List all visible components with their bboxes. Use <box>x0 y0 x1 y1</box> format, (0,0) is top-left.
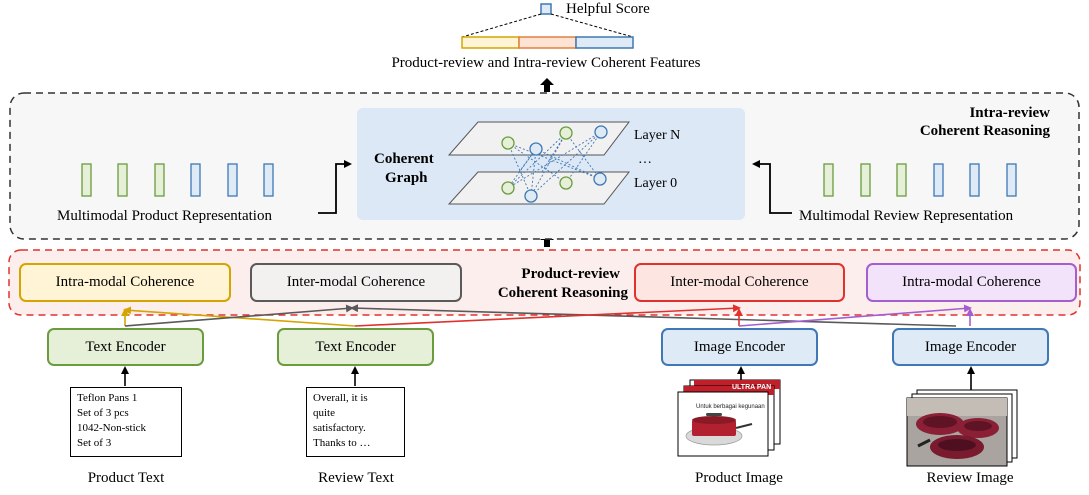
intra-modal-coherence-product: Intra-modal Coherence <box>19 263 231 302</box>
review-text-line: Thanks to … <box>313 437 371 449</box>
coherent-features-label: Product-review and Intra-review Coherent… <box>391 55 701 71</box>
text-encoder-product: Text Encoder <box>47 328 204 366</box>
layer-dots-label: … <box>638 152 652 167</box>
product-text-line: Teflon Pans 1 <box>77 392 138 404</box>
image-encoder-product: Image Encoder <box>661 328 818 366</box>
graph-title-1: Coherent <box>374 151 434 167</box>
layer-n-label: Layer N <box>634 128 681 143</box>
feature-segment-yellow <box>461 36 520 49</box>
product-representation-label: Multimodal Product Representation <box>57 208 272 224</box>
review-text-line: Overall, it is <box>313 392 368 404</box>
product-representation-vectors <box>81 163 274 197</box>
product-text-card: Teflon Pans 1 Set of 3 pcs 1042-Non-stic… <box>70 387 182 457</box>
product-image-brand: ULTRA PAN <box>732 384 772 391</box>
caption-product-text: Product Text <box>87 470 165 486</box>
up-arrow-top <box>540 78 554 92</box>
product-review-title-1: Product-review <box>521 266 620 282</box>
caption-review-image: Review Image <box>926 470 1014 486</box>
review-text-line: satisfactory. <box>313 422 366 434</box>
helpful-score-box <box>540 3 552 15</box>
review-text-card: Overall, it is quite satisfactory. Thank… <box>306 387 405 457</box>
feature-segment-orange <box>518 36 577 49</box>
graph-layers <box>447 121 631 205</box>
review-image <box>906 389 1018 467</box>
product-text-line: Set of 3 pcs <box>77 407 129 419</box>
product-to-graph-arrow <box>318 160 352 214</box>
intra-review-title-1: Intra-review <box>969 105 1050 121</box>
layer-0-label: Layer 0 <box>634 176 678 191</box>
review-text-line: quite <box>313 407 335 419</box>
review-to-graph-arrow <box>752 160 792 214</box>
text-encoder-review: Text Encoder <box>277 328 434 366</box>
caption-review-text: Review Text <box>318 470 394 486</box>
helpful-score-label: Helpful Score <box>566 1 650 17</box>
feature-segment-blue <box>575 36 634 49</box>
image-encoder-review: Image Encoder <box>892 328 1049 366</box>
caption-product-image: Product Image <box>695 470 783 486</box>
product-review-title-2: Coherent Reasoning <box>497 285 628 301</box>
product-text-line: Set of 3 <box>77 437 112 449</box>
product-image <box>677 379 781 457</box>
intra-modal-coherence-review: Intra-modal Coherence <box>866 263 1077 302</box>
review-representation-label: Multimodal Review Representation <box>799 208 1014 224</box>
inter-modal-coherence-left: Inter-modal Coherence <box>250 263 462 302</box>
inter-modal-coherence-right: Inter-modal Coherence <box>634 263 845 302</box>
intra-review-title-2: Coherent Reasoning <box>919 123 1050 139</box>
coherent-graph-panel <box>357 108 745 220</box>
graph-title-2: Graph <box>385 170 428 186</box>
product-text-line: 1042-Non-stick <box>77 422 147 434</box>
product-image-tagline: Untuk berbagai kegunaan <box>696 404 765 410</box>
review-representation-vectors <box>823 163 1017 197</box>
